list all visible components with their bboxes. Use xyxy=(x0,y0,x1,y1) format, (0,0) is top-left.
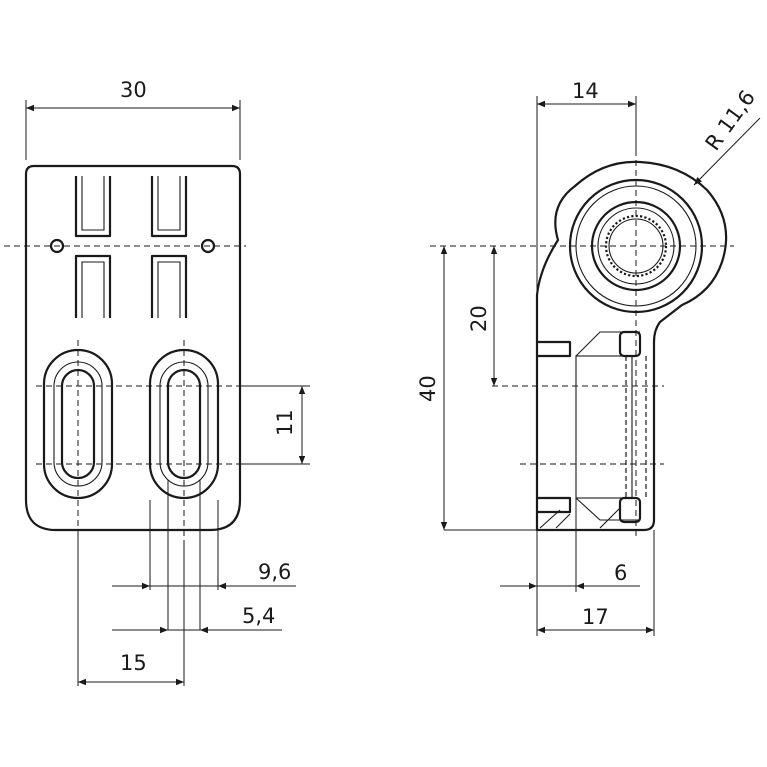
dimension-height-20: 20 xyxy=(467,246,498,386)
dimension-label-r11-6: R 11,6 xyxy=(701,86,760,155)
dimension-label-40: 40 xyxy=(416,375,440,402)
dimension-label-20: 20 xyxy=(467,305,491,332)
dimension-width-17: 17 xyxy=(537,605,654,634)
dimension-label-5-4: 5,4 xyxy=(242,604,275,628)
dimension-height-40: 40 xyxy=(416,246,537,531)
dimension-radius-r11-6: R 11,6 xyxy=(693,86,761,186)
dimension-slot-spacing-15: 15 xyxy=(78,651,184,686)
dimension-width-30: 30 xyxy=(25,78,241,160)
dimension-top-14: 14 xyxy=(536,79,637,295)
front-view-outline xyxy=(24,164,242,532)
upper-slots xyxy=(74,176,188,318)
dimension-label-15: 15 xyxy=(120,651,147,675)
dimension-label-30: 30 xyxy=(120,78,147,102)
mounting-hole-left xyxy=(49,238,65,254)
dimension-label-11: 11 xyxy=(273,409,297,436)
dimension-label-14: 14 xyxy=(572,79,599,103)
dimension-width-6: 6 xyxy=(500,561,640,590)
dimension-slot-length-11: 11 xyxy=(236,385,310,465)
dimension-label-6: 6 xyxy=(614,561,627,585)
front-view: 30 11 9,6 5,4 xyxy=(4,78,310,686)
clamp-body xyxy=(537,330,647,529)
side-view-outline xyxy=(535,160,728,532)
dimension-slot-outer-9-6: 9,6 xyxy=(112,560,296,590)
dimension-label-9-6: 9,6 xyxy=(258,560,291,584)
dimension-label-17: 17 xyxy=(582,605,609,629)
dimension-slot-inner-5-4: 5,4 xyxy=(112,604,282,634)
side-view: 14 R 11,6 40 20 6 xyxy=(416,79,761,636)
